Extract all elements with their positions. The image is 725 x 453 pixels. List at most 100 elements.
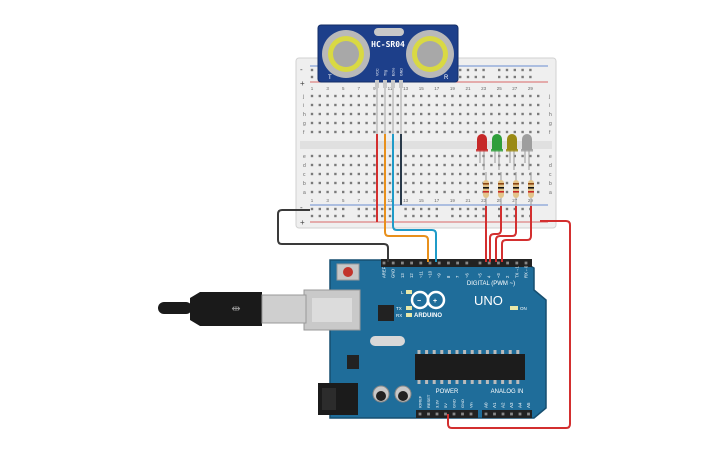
bottom-pin-holes: [418, 412, 530, 416]
wire-blue-trig[interactable]: [392, 134, 437, 262]
rail-hole: [482, 75, 485, 79]
terminal-hole: [505, 130, 509, 134]
terminal-hole: [334, 103, 337, 107]
rail-hole: [388, 207, 392, 211]
analog-pin-hole: [501, 412, 505, 416]
rail-hole: [310, 207, 314, 211]
column-number-top: 25: [497, 86, 503, 91]
column-number-top: 19: [450, 86, 456, 91]
led-white: [522, 134, 532, 150]
rail-hole: [482, 214, 485, 218]
column-number-bottom: 21: [465, 198, 471, 203]
rail-hole: [318, 214, 321, 218]
digital-pin-label: 12: [409, 273, 414, 278]
terminal-hole: [466, 172, 470, 176]
terminal-hole: [334, 181, 337, 185]
crystal-oscillator: [370, 336, 405, 346]
power-pin-label: 5V: [443, 403, 448, 408]
bottom-rail-minus-label: -: [300, 203, 303, 212]
terminal-hole: [537, 154, 540, 158]
resistor-band: [498, 183, 504, 185]
rail-hole: [326, 214, 329, 218]
analog-pin-hole: [510, 412, 513, 416]
terminal-hole: [373, 154, 376, 158]
arduino-logo: − +: [410, 290, 446, 310]
resistor-band: [483, 191, 489, 193]
digital-pin-label: 8: [446, 275, 451, 278]
terminal-hole: [521, 121, 524, 125]
row-letter: b: [303, 181, 306, 187]
resistor-band: [483, 187, 489, 189]
wire-led-yellow-signal[interactable]: [495, 206, 517, 262]
column-number-bottom: 25: [497, 198, 503, 203]
column-number-top: 29: [528, 86, 534, 91]
terminal-hole: [427, 130, 431, 134]
column-number-bottom: 15: [419, 198, 425, 203]
power-pin-hole: [469, 412, 473, 416]
rail-hole: [381, 207, 384, 211]
terminal-hole: [365, 154, 368, 158]
terminal-hole: [505, 94, 509, 98]
column-number-bottom: 13: [403, 198, 409, 203]
terminal-hole: [498, 121, 501, 125]
rail-hole: [357, 214, 360, 218]
rail-hole: [498, 68, 501, 72]
rail-hole: [381, 214, 384, 218]
usb-plug-metal: [261, 294, 307, 324]
sensor-transmitter-mesh: [333, 41, 359, 67]
led-rim: [506, 149, 518, 152]
terminal-hole: [404, 190, 407, 194]
rail-hole: [420, 207, 423, 211]
terminal-hole: [490, 121, 493, 125]
column-number-bottom: 27: [512, 198, 518, 203]
column-number-bottom: 3: [326, 198, 329, 203]
column-number-top: 23: [481, 86, 487, 91]
column-number-top: 9: [373, 86, 376, 91]
wire-led-green-signal[interactable]: [489, 206, 502, 262]
column-number-bottom: 5: [342, 198, 345, 203]
wire-led-white-signal[interactable]: [501, 206, 532, 262]
usb-cable-strain-relief: [158, 302, 192, 314]
terminal-hole: [349, 154, 353, 158]
terminal-hole: [459, 163, 462, 167]
terminal-hole: [318, 163, 321, 167]
terminal-hole: [498, 112, 501, 116]
terminal-hole: [451, 130, 454, 134]
rail-hole: [505, 207, 509, 211]
power-pin-label: Vin: [469, 402, 474, 408]
wire-orange-echo[interactable]: [384, 134, 429, 262]
wire-black-gnd[interactable]: [277, 209, 389, 262]
terminal-hole: [459, 172, 462, 176]
terminal-hole: [435, 154, 438, 158]
row-letter: f: [303, 130, 305, 136]
terminal-hole: [388, 121, 392, 125]
terminal-hole: [474, 121, 477, 125]
terminal-hole: [412, 181, 415, 185]
terminal-hole: [490, 163, 493, 167]
terminal-hole: [342, 190, 345, 194]
terminal-hole: [396, 121, 399, 125]
terminal-hole: [435, 94, 438, 98]
rail-hole: [505, 214, 509, 218]
rail-hole: [513, 68, 516, 72]
column-number-top: 3: [326, 86, 329, 91]
terminal-hole: [412, 172, 415, 176]
rail-hole: [342, 214, 345, 218]
sensor-pin-label: Echo: [392, 68, 396, 76]
terminal-hole: [373, 163, 376, 167]
terminal-hole: [529, 172, 532, 176]
terminal-hole: [334, 154, 337, 158]
terminal-hole: [318, 130, 321, 134]
digital-pin-label: 2: [505, 275, 510, 278]
terminal-hole: [381, 103, 384, 107]
terminal-hole: [412, 130, 415, 134]
terminal-hole: [459, 94, 462, 98]
row-letter: e: [549, 154, 552, 160]
wire-red-5v[interactable]: [447, 220, 571, 429]
reset-button[interactable]: [343, 267, 353, 277]
column-number-top: 13: [403, 86, 409, 91]
rail-hole: [466, 75, 470, 79]
terminal-hole: [459, 103, 462, 107]
